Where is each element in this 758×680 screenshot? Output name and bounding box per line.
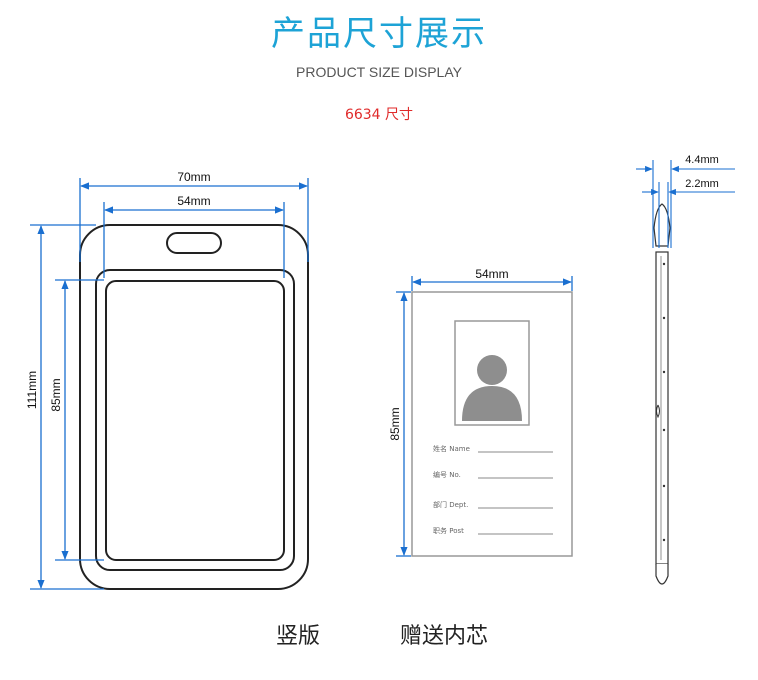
field-label-number: 编号 No.	[433, 470, 461, 479]
side-profile	[653, 203, 671, 585]
side-dimensions	[636, 160, 735, 248]
field-label-dept: 部门 Dept.	[433, 500, 468, 509]
card-height-label: 85mm	[388, 407, 402, 440]
caption-vertical: 竖版	[276, 624, 321, 649]
badge-holder	[79, 224, 309, 590]
holder-inner-height-label: 85mm	[49, 378, 63, 411]
caption-insert: 赠送内芯	[400, 624, 489, 649]
insert-card	[411, 291, 573, 557]
side-outer-thickness-label: 4.4mm	[685, 154, 719, 166]
card-dimensions	[396, 276, 573, 557]
field-label-name: 姓名 Name	[433, 444, 470, 453]
field-label-post: 职务 Post	[433, 526, 464, 535]
card-width-label: 54mm	[475, 267, 508, 281]
holder-outer-width-label: 70mm	[177, 170, 210, 184]
model-label: 6634 尺寸	[344, 107, 414, 123]
holder-inner-width-label: 54mm	[177, 194, 210, 208]
side-inner-thickness-label: 2.2mm	[685, 178, 719, 190]
page-title: 产品尺寸展示	[271, 14, 487, 54]
person-head-icon	[477, 355, 507, 385]
person-body-icon	[462, 386, 522, 421]
holder-dimensions	[30, 178, 309, 590]
lanyard-slot	[166, 232, 222, 254]
holder-outer-height-label: 111mm	[25, 371, 39, 409]
page-subtitle: PRODUCT SIZE DISPLAY	[296, 64, 462, 80]
side-rivets	[662, 262, 666, 542]
